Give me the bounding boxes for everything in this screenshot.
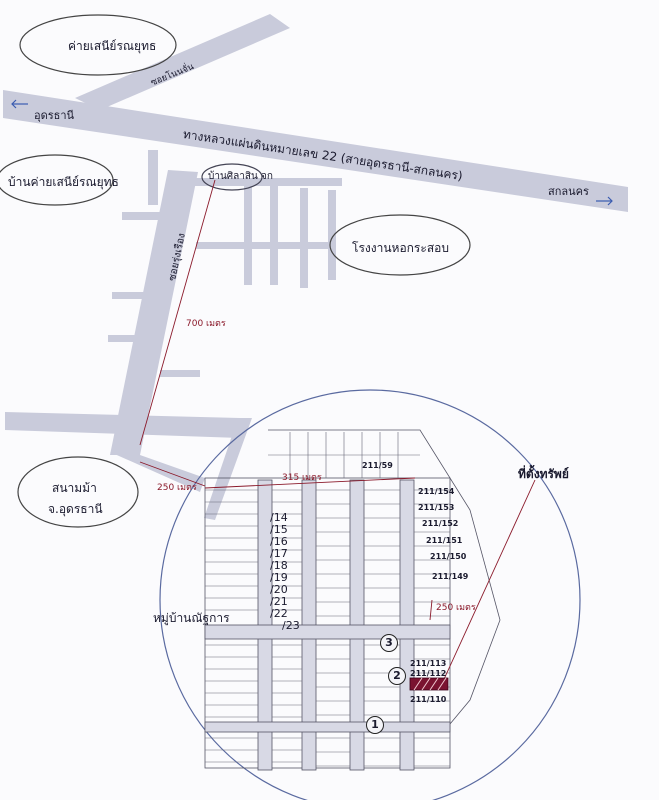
lot-label: /19: [270, 571, 288, 584]
distance-315: 315 เมตร: [282, 473, 322, 483]
camp-top-oval: [19, 14, 177, 76]
lot-label: /17: [270, 547, 288, 560]
landmark-oval: [201, 163, 263, 191]
plot-number: 211/112: [410, 669, 447, 678]
distance-250-right: 250 เมตร: [436, 603, 476, 613]
soi-road-top: [75, 14, 290, 110]
plot-number: 211/110: [410, 695, 447, 704]
marker-3: 3: [380, 634, 398, 652]
lot-label: /14: [270, 511, 288, 524]
plot-number: 211/150: [430, 552, 467, 561]
marker-1: 1: [366, 716, 384, 734]
direction-east-label: สกลนคร: [548, 185, 589, 198]
radius-circle: [159, 389, 581, 800]
lot-label: /16: [270, 535, 288, 548]
plot-number: 211/153: [418, 503, 455, 512]
factory-label: โรงงานหอกระสอบ: [352, 241, 449, 255]
plot-number: 211/113: [410, 659, 447, 668]
subdivision-grid: [204, 429, 501, 771]
racecourse-label-1: สนามม้า: [52, 481, 97, 495]
highway-road: [3, 90, 628, 212]
landmark-label: บ้านศิลาสิน จก: [208, 171, 273, 182]
factory-oval: [329, 214, 471, 276]
lot-label: /20: [270, 583, 288, 596]
racecourse-oval: [17, 456, 139, 528]
lot-label: /15: [270, 523, 288, 536]
plot-number: 211/152: [422, 519, 459, 528]
racecourse-label-2: จ.อุดรธานี: [48, 502, 103, 516]
property-location-label: ที่ตั้งทรัพย์: [518, 467, 569, 481]
curved-road-east: [204, 418, 252, 520]
distance-700: 700 เมตร: [186, 319, 226, 329]
village-label: หมู่บ้านณัฐการ: [153, 611, 230, 625]
soi-main-road: [110, 170, 198, 455]
plot-number: 211/154: [418, 487, 455, 496]
distance-lines: [139, 179, 536, 689]
marker-2: 2: [388, 667, 406, 685]
lot-lines: [205, 432, 450, 767]
lot-label: /23: [282, 619, 300, 632]
plot-number: 211/151: [426, 536, 463, 545]
lower-road: [5, 412, 240, 438]
camp-village-label: บ้านค่ายเสนีย์รณยุทธ: [8, 175, 119, 189]
direction-arrows: [11, 99, 613, 206]
lot-label: /21: [270, 595, 288, 608]
racecourse-road: [110, 452, 205, 492]
side-roads-left: [108, 150, 200, 377]
camp-top-label: ค่ายเสนีย์รณยุทธ: [68, 39, 157, 53]
lot-label: /22: [270, 607, 288, 620]
camp-village-oval: [0, 154, 114, 206]
side-roads-right: [182, 178, 342, 288]
lot-label: /18: [270, 559, 288, 572]
distance-250-left: 250 เมตร: [157, 483, 197, 493]
plot-number: 211/149: [432, 572, 469, 581]
plot-number: 211/59: [362, 461, 393, 470]
direction-west-label: อุดรธานี: [34, 109, 75, 122]
